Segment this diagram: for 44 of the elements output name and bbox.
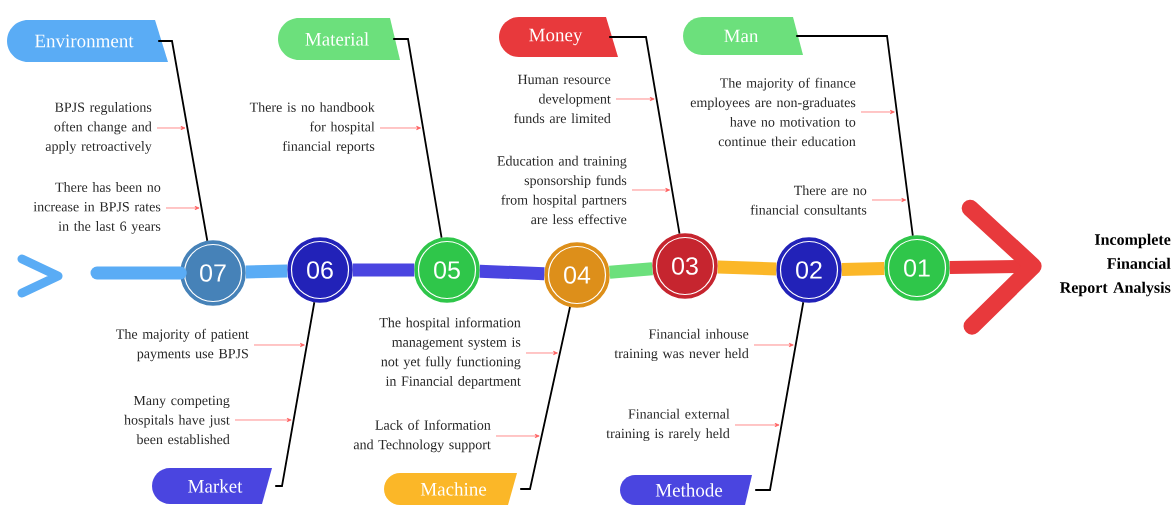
bone-line — [795, 35, 914, 237]
spine-segment — [609, 262, 653, 279]
spine-segment — [841, 262, 885, 276]
spine-segment — [245, 264, 288, 279]
category-tab: Material — [278, 18, 400, 60]
arrow — [253, 342, 305, 348]
arrow — [234, 417, 292, 423]
bone-line — [274, 301, 316, 487]
arrow — [525, 350, 558, 356]
cause-text: There has been no increase in BPJS rates in the last 6 years — [33, 182, 161, 234]
bone-line — [608, 36, 681, 235]
spine-segment — [717, 260, 777, 276]
cause-text: The majority of finance employees are non-graduates have no motivation to continue their education — [690, 77, 856, 147]
category-tab: Man — [683, 17, 803, 55]
arrow — [860, 109, 895, 115]
cause-text: The hospital information management system is not yet fully functioning in Financial department — [379, 317, 521, 389]
cause-text: There is no handbook for hospital financial reports — [249, 102, 375, 154]
arrow — [631, 187, 671, 193]
bone-line — [392, 38, 443, 239]
arrow — [871, 197, 907, 203]
category-tab: Environment — [7, 20, 168, 62]
cause-text: Financial inhouse training was never held — [614, 328, 749, 362]
cause-text: Lack of Information and Technology support — [353, 419, 491, 453]
cause-text: Many competing hospitals have just been established — [124, 395, 230, 445]
arrow — [615, 96, 655, 102]
cause-text: The majority of patient payments use BPJS — [116, 328, 249, 362]
arrow — [156, 125, 186, 131]
cause-text: There are no financial consultants — [750, 185, 867, 215]
cause-text: Financial external training is rarely held — [606, 408, 730, 442]
arrow — [495, 433, 540, 439]
arrow — [379, 125, 421, 131]
arrow — [753, 342, 794, 348]
cause-text: Human resource development funds are limited — [514, 74, 611, 124]
bone-line — [754, 301, 805, 491]
cause-text: BPJS regulations often change and apply retroactively — [45, 102, 152, 154]
bone-line — [519, 306, 571, 490]
spine-segment — [479, 264, 545, 281]
arrow — [165, 205, 200, 211]
spine-segment — [90, 266, 187, 280]
bone-line — [157, 40, 209, 242]
cause-text: Education and training sponsorship funds from hospital partners are less effective — [497, 155, 627, 225]
effect-text: Incomplete Financial Report Analysis — [1059, 233, 1171, 297]
arrow — [734, 422, 780, 428]
spine-segment — [352, 263, 415, 277]
